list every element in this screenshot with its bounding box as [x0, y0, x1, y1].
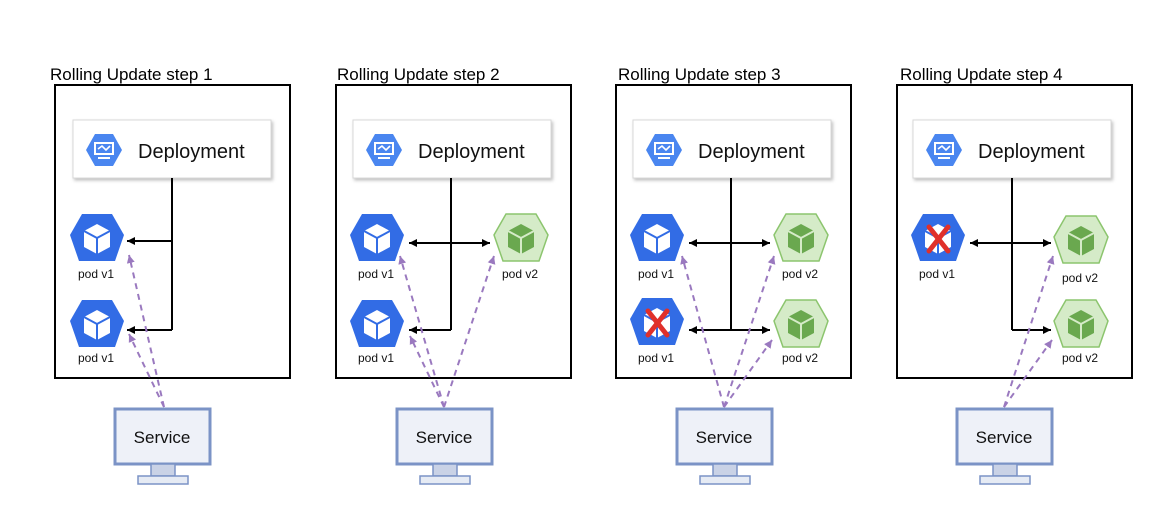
step-title: Rolling Update step 4 — [900, 65, 1063, 84]
step-frame — [896, 84, 1133, 379]
deployment-label: Deployment — [978, 141, 1085, 163]
pod — [493, 213, 549, 262]
cube-icon — [1067, 226, 1095, 256]
step-frame — [615, 84, 852, 379]
deployment-icon — [926, 134, 962, 166]
service-label: Service — [696, 428, 753, 447]
x-mark-icon — [645, 308, 670, 338]
step-title: Rolling Update step 2 — [337, 65, 500, 84]
pod-label: pod v2 — [1062, 271, 1098, 285]
pod-label: pod v1 — [78, 267, 114, 281]
pod-label: pod v2 — [782, 267, 818, 281]
pod — [1053, 299, 1109, 348]
deployment-box: Deployment — [912, 119, 1112, 179]
cube-icon — [83, 310, 111, 340]
monitor-icon — [395, 407, 494, 485]
step-2: Rolling Update step 2 Deployment — [335, 65, 572, 485]
traffic-arrows — [680, 255, 776, 408]
deployment-icon — [366, 134, 402, 166]
step-3: Rolling Update step 3 Deployment — [615, 65, 852, 485]
deployment-icon — [86, 134, 122, 166]
cube-icon — [507, 224, 535, 254]
deployment-links — [409, 178, 490, 334]
deployment-icon — [646, 134, 682, 166]
traffic-arrows — [126, 254, 165, 408]
cube-icon — [363, 224, 391, 254]
deployment-box: Deployment — [632, 119, 832, 179]
pod — [70, 214, 124, 261]
deployment-box: Deployment — [352, 119, 552, 179]
pod — [630, 214, 684, 261]
service-label: Service — [416, 428, 473, 447]
pod — [350, 214, 404, 261]
service-label: Service — [976, 428, 1033, 447]
step-frame — [54, 84, 291, 379]
step-4: Rolling Update step 4 Deployment — [896, 65, 1133, 485]
pod-label: pod v1 — [919, 267, 955, 281]
pod — [350, 300, 404, 347]
service-label: Service — [134, 428, 191, 447]
monitor-icon — [113, 407, 212, 485]
cube-icon — [363, 310, 391, 340]
pod — [773, 299, 829, 348]
pod — [1053, 215, 1109, 264]
step-title: Rolling Update step 1 — [50, 65, 213, 84]
deployment-box: Deployment — [72, 119, 272, 179]
deployment-label: Deployment — [698, 141, 805, 163]
pod-label: pod v1 — [358, 351, 394, 365]
deployment-label: Deployment — [418, 141, 525, 163]
pod — [630, 298, 684, 345]
traffic-arrows — [398, 255, 496, 408]
cube-icon — [787, 310, 815, 340]
step-1: Rolling Update step 1 Deployment — [50, 65, 291, 485]
pod — [70, 300, 124, 347]
service: Service — [955, 407, 1054, 485]
step-frame — [335, 84, 572, 379]
deployment-links — [127, 178, 173, 334]
monitor-icon — [675, 407, 774, 485]
pod — [773, 213, 829, 262]
pod-label: pod v2 — [782, 351, 818, 365]
monitor-icon — [955, 407, 1054, 485]
pod-label: pod v1 — [78, 351, 114, 365]
pod-label: pod v1 — [638, 351, 674, 365]
x-mark-icon — [926, 224, 951, 254]
cube-icon — [1067, 310, 1095, 340]
deployment-label: Deployment — [138, 141, 245, 163]
pod-label: pod v2 — [1062, 351, 1098, 365]
cube-icon — [787, 224, 815, 254]
pod-label: pod v1 — [638, 267, 674, 281]
traffic-arrows — [1003, 255, 1055, 408]
service: Service — [113, 407, 212, 485]
cube-icon — [83, 224, 111, 254]
service: Service — [675, 407, 774, 485]
deployment-links — [970, 178, 1051, 334]
pod — [911, 214, 965, 261]
pod-label: pod v2 — [502, 267, 538, 281]
service: Service — [395, 407, 494, 485]
pod-label: pod v1 — [358, 267, 394, 281]
cube-icon — [643, 224, 671, 254]
deployment-links — [689, 178, 770, 334]
step-title: Rolling Update step 3 — [618, 65, 781, 84]
